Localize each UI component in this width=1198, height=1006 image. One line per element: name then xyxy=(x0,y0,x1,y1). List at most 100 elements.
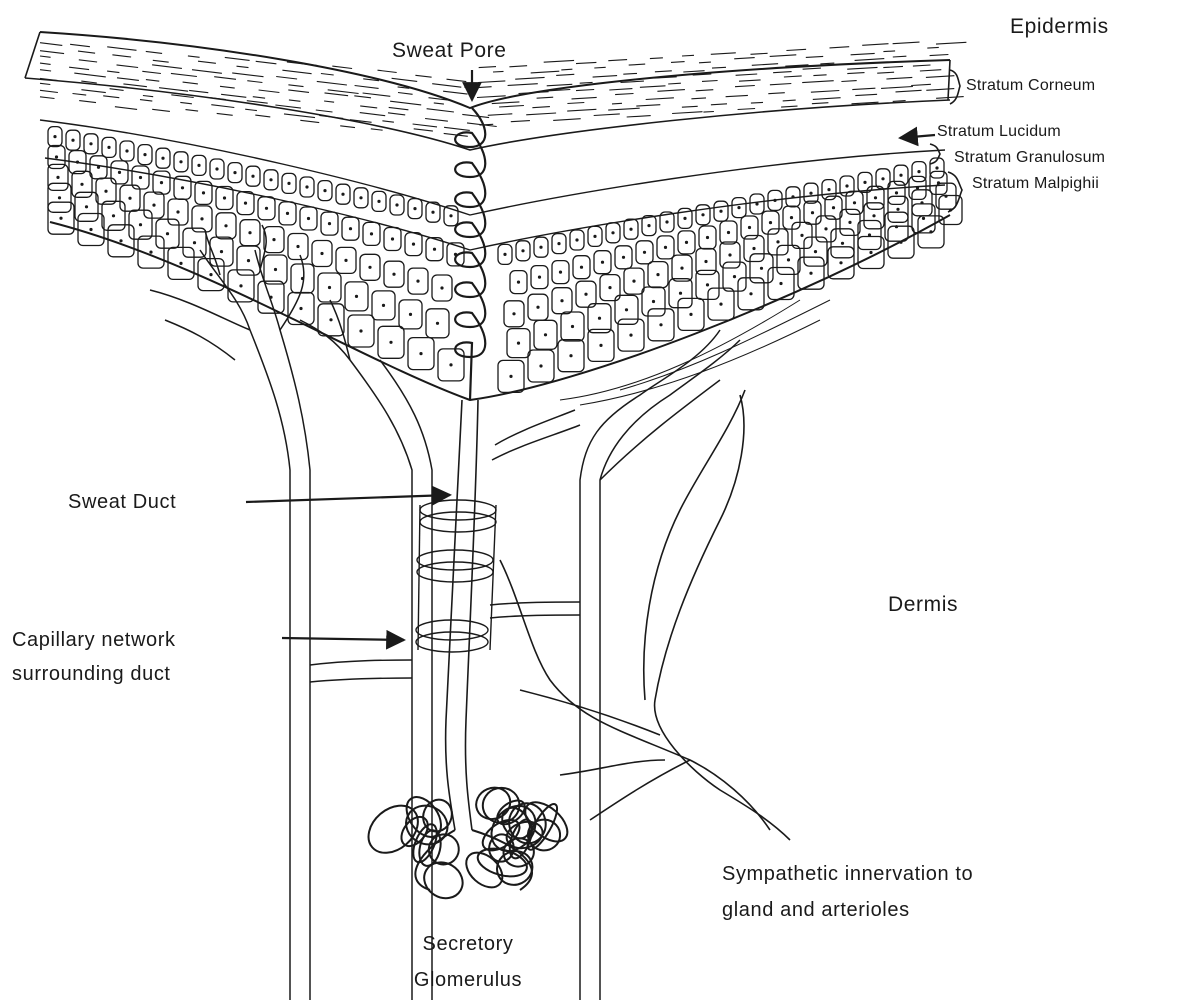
cell-nucleus xyxy=(917,170,920,173)
corneum-fiber xyxy=(371,129,383,130)
corneum-fiber xyxy=(657,90,685,92)
cell-nucleus xyxy=(881,177,884,180)
cell-nucleus xyxy=(625,308,628,311)
corneum-fiber xyxy=(40,43,62,46)
corneum-fiber xyxy=(852,88,875,89)
corneum-fiber xyxy=(580,82,593,83)
cell-nucleus xyxy=(320,252,323,255)
cell-nucleus xyxy=(55,155,58,158)
corneum-fiber xyxy=(751,53,768,54)
corneum-fiber xyxy=(784,76,802,77)
corneum-fiber xyxy=(117,65,139,68)
corneum-fiber xyxy=(671,62,685,63)
corneum-fiber xyxy=(640,86,666,88)
cell-nucleus xyxy=(97,166,100,169)
cell-nucleus xyxy=(265,207,268,210)
cell-nucleus xyxy=(790,216,793,219)
cell-nucleus xyxy=(139,223,142,226)
corneum-fiber xyxy=(488,114,513,116)
corneum-fiber xyxy=(855,94,877,95)
corneum-fiber xyxy=(751,102,763,103)
corneum-fiber xyxy=(40,97,55,99)
cell-nucleus xyxy=(872,214,875,217)
duct-spiral-coil xyxy=(455,108,485,400)
corneum-fiber xyxy=(893,42,920,44)
cell-nucleus xyxy=(244,202,247,205)
cell-nucleus xyxy=(809,192,812,195)
cell-nucleus xyxy=(679,292,682,295)
corneum-fiber xyxy=(198,61,216,63)
corneum-fiber xyxy=(773,72,792,73)
corneum-fiber xyxy=(567,103,584,104)
cell-nucleus xyxy=(341,193,344,196)
corneum-fiber xyxy=(544,60,574,62)
cell-nucleus xyxy=(274,268,277,271)
corneum-fiber xyxy=(629,64,646,65)
corneum-fiber xyxy=(739,80,761,81)
corneum-fiber xyxy=(110,89,124,91)
corneum-fiber xyxy=(691,98,706,99)
corneum-fiber xyxy=(893,56,907,57)
cell-nucleus xyxy=(544,333,547,336)
corneum-fiber xyxy=(492,102,520,104)
cell-nucleus xyxy=(839,261,842,264)
cell-nucleus xyxy=(787,258,790,261)
cell-nucleus xyxy=(779,282,782,285)
corneum-fiber xyxy=(547,84,573,86)
cell-nucleus xyxy=(89,142,92,145)
cell-nucleus xyxy=(89,228,92,231)
corneum-fiber xyxy=(683,71,704,72)
corneum-fiber xyxy=(425,119,448,122)
corneum-fiber xyxy=(855,59,885,61)
stratum-malpighii-label: Stratum Malpighii xyxy=(972,174,1099,194)
corneum-fiber xyxy=(288,90,309,93)
cell-nucleus xyxy=(841,242,844,245)
cell-nucleus xyxy=(329,318,332,321)
corneum-fiber xyxy=(576,62,596,63)
cell-nucleus xyxy=(85,205,88,208)
corneum-fiber xyxy=(936,42,966,44)
corneum-fiber xyxy=(532,107,550,108)
corneum-fiber xyxy=(112,55,131,57)
corneum-fiber xyxy=(288,85,303,87)
cell-nucleus xyxy=(719,210,722,213)
cell-nucleus xyxy=(209,273,212,276)
cell-nucleus xyxy=(58,196,61,199)
corneum-fiber xyxy=(214,77,236,80)
capillary-network-label-line2: surrounding duct xyxy=(12,662,171,687)
corneum-fiber xyxy=(325,93,349,96)
corneum-fiber xyxy=(883,51,895,52)
corneum-fiber xyxy=(703,112,714,113)
cell-nucleus xyxy=(760,267,763,270)
corneum-fiber xyxy=(593,76,618,78)
corneum-fiber xyxy=(493,71,504,72)
cell-nucleus xyxy=(416,280,419,283)
epidermis-label: Epidermis xyxy=(1010,14,1109,40)
corneum-fiber xyxy=(636,105,660,106)
corneum-fiber xyxy=(936,97,964,99)
corneum-fiber xyxy=(806,56,823,57)
corneum-fiber xyxy=(682,55,694,56)
cell-nucleus xyxy=(344,259,347,262)
corneum-fiber xyxy=(556,74,574,75)
cell-nucleus xyxy=(328,222,331,225)
corneum-fiber xyxy=(738,109,756,110)
corneum-fiber xyxy=(171,73,197,76)
dermal-fibers xyxy=(560,300,830,405)
cell-nucleus xyxy=(328,286,331,289)
corneum-fiber xyxy=(388,113,405,115)
cell-nucleus xyxy=(719,303,722,306)
corneum-fiber xyxy=(768,93,785,94)
corneum-fiber xyxy=(390,101,421,105)
corneum-fiber xyxy=(221,94,246,97)
corneum-fiber xyxy=(146,51,162,53)
corneum-fiber xyxy=(576,90,594,91)
corneum-fiber xyxy=(813,75,826,76)
cell-nucleus xyxy=(193,241,196,244)
secretory-glomerulus-coil xyxy=(359,782,574,905)
cell-nucleus xyxy=(104,190,107,193)
cell-nucleus xyxy=(935,166,938,169)
corneum-fiber xyxy=(74,73,106,77)
corneum-fiber xyxy=(711,104,727,105)
